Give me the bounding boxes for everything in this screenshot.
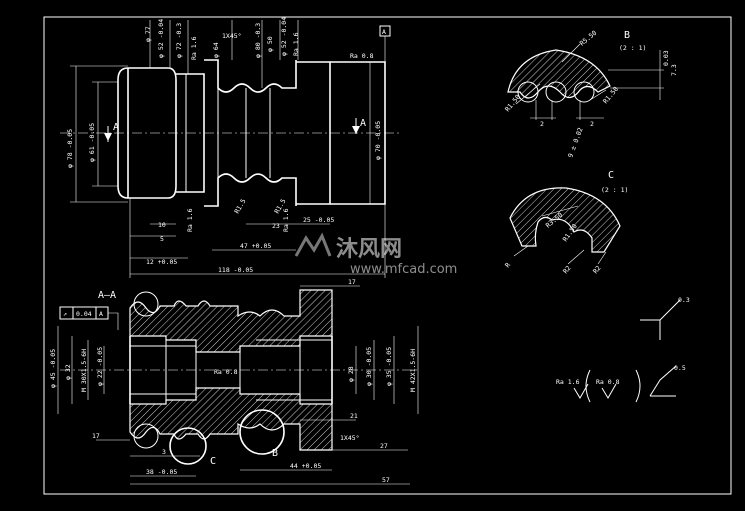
- front-datum-a: A: [382, 28, 386, 36]
- detail-b-dim-5: 9 ± 0.02: [566, 126, 584, 158]
- detail-b-dim-2: 2: [590, 120, 594, 128]
- detail-b: [507, 43, 664, 120]
- watermark-logo: [294, 232, 332, 257]
- front-ra-right: Ra 0.8: [350, 52, 374, 60]
- detail-c-radius-4: R2: [561, 264, 572, 275]
- front-dim-top-3: φ 72 -0.3: [175, 23, 183, 58]
- aa-dim-left-1: φ 45 -0.05: [49, 349, 57, 388]
- detail-b-title: B: [624, 30, 630, 41]
- front-dim-top-6: φ 80 -0.3: [254, 23, 262, 58]
- aa-dim-bottom-1: 17: [92, 432, 100, 440]
- detail-b-scale: (2 : 1): [619, 44, 646, 52]
- front-dim-top-4: Ra 1.6: [190, 36, 198, 60]
- surface-symbol-1: 0.3: [678, 296, 690, 304]
- detail-c: [509, 187, 621, 265]
- detail-b-dim-1: 2: [540, 120, 544, 128]
- surface-symbol-2: Ra 1.6: [556, 378, 580, 386]
- front-view: [60, 20, 400, 278]
- front-dim-left-1: φ 78 -0.05: [66, 129, 74, 168]
- detail-c-radius-5: R2: [591, 264, 602, 275]
- section-aa-title: A–A: [98, 290, 116, 301]
- detail-c-scale: (2 : 1): [601, 186, 628, 194]
- front-dim-bottom-6: 25 -0.05: [303, 216, 334, 224]
- detail-b-dim-4: 0.03: [662, 50, 670, 66]
- aa-dim-right-side-3: 27: [380, 442, 388, 450]
- front-section-letter-left: A: [113, 122, 119, 133]
- aa-dim-bottom-3: 38 -0.05: [146, 468, 177, 476]
- aa-dim-right-side-4: 57: [382, 476, 390, 484]
- front-dim-bottom-3: 12 +0.05: [146, 258, 177, 266]
- surface-symbol-4: 0.5: [674, 364, 686, 372]
- drawing-frame: [43, 16, 732, 495]
- aa-dim-bottom-2: 3: [162, 448, 166, 456]
- surface-symbol-group: [573, 299, 681, 403]
- detail-b-radius-2: R1.50: [503, 93, 522, 113]
- watermark-url: www.mfcad.com: [350, 262, 457, 277]
- surface-symbol-3: Ra 0.8: [596, 378, 620, 386]
- front-dim-top-9: Ra 1.6: [292, 32, 300, 56]
- detail-c-radius-2: R1.50: [561, 222, 579, 243]
- aa-dim-bottom-4: 44 +0.05: [290, 462, 321, 470]
- aa-dim-right-4: M 42X1.5-6H: [409, 349, 417, 392]
- aa-dim-left-2: φ 32: [64, 364, 72, 380]
- front-ra-bottom-2: Ra 1.6: [282, 208, 290, 232]
- front-section-letter-right: A: [360, 118, 366, 129]
- aa-view-letter-c: C: [210, 456, 216, 467]
- detail-b-radius-1: R5.50: [578, 29, 598, 48]
- tolerance-datum: A: [99, 310, 103, 318]
- front-r-label-1: R1.5: [233, 197, 248, 215]
- section-aa-view: [57, 285, 420, 485]
- aa-dim-left-3: M 30X1.5-6H: [80, 349, 88, 392]
- front-dim-bottom-5: 23: [272, 222, 280, 230]
- tolerance-value: 0.04: [76, 310, 92, 318]
- front-dim-bottom-2: 5: [160, 235, 164, 243]
- aa-ra-mid: Ra 0.8: [214, 368, 238, 376]
- aa-dim-top: 17: [348, 278, 356, 286]
- detail-c-radius-3: R: [503, 261, 512, 269]
- detail-b-dim-3: 7.3: [670, 64, 678, 76]
- aa-dim-right-side-1: 21: [350, 412, 358, 420]
- front-dim-bottom-1: 10: [158, 221, 166, 229]
- front-dim-right: φ 70 -0.05: [374, 121, 382, 160]
- aa-dim-left-4: φ 22 -0.05: [96, 347, 104, 386]
- aa-dim-right-2: φ 30 -0.05: [365, 347, 373, 386]
- aa-view-letter-b: B: [272, 448, 278, 459]
- front-ra-bottom-1: Ra 1.6: [186, 208, 194, 232]
- aa-dim-right-1: φ 28: [347, 366, 355, 382]
- watermark-brand: 沐风网: [336, 237, 402, 262]
- aa-dim-right-3: φ 35 -0.05: [385, 347, 393, 386]
- front-dim-bottom-4: 47 +0.05: [240, 242, 271, 250]
- tolerance-symbol: ↗: [63, 310, 67, 318]
- front-dim-top-5: φ 64: [212, 42, 220, 58]
- aa-dim-right-side-2: 1X45°: [340, 434, 360, 442]
- front-dim-top-7: φ 50: [266, 36, 274, 52]
- detail-c-title: C: [608, 170, 614, 181]
- front-dim-left-2: φ 61 -0.05: [88, 123, 96, 162]
- front-dim-top-1: φ 77: [144, 26, 152, 42]
- front-dim-top-8: φ 52 -0.04: [280, 17, 288, 56]
- front-dim-bottom-7: 118 -0.05: [218, 266, 253, 274]
- front-chamfer-top: 1X45°: [222, 32, 242, 40]
- front-dim-top-2: φ 52 -0.04: [157, 19, 165, 58]
